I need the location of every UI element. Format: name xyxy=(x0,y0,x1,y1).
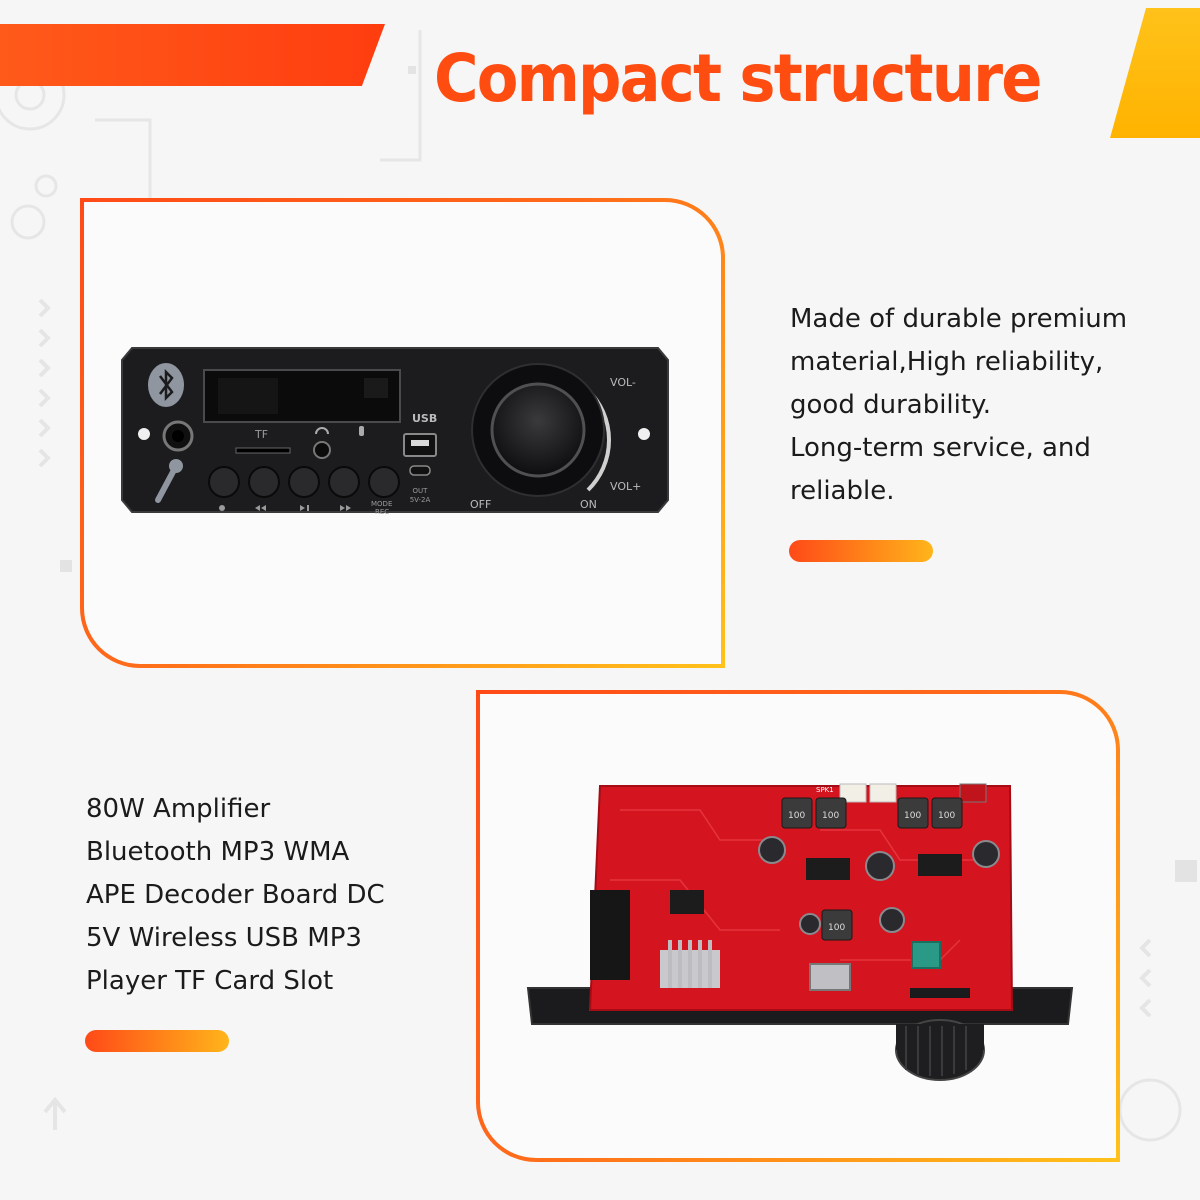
description-line: Bluetooth MP3 WMA xyxy=(86,837,350,867)
front-panel-image: TF MODE REC USB OUT 5V-2A xyxy=(118,330,678,530)
tf-label: TF xyxy=(254,428,268,441)
button-next[interactable] xyxy=(328,466,360,498)
user-icon xyxy=(219,505,225,511)
accent-pill xyxy=(85,1030,229,1052)
mode-label: MODE xyxy=(371,500,392,508)
description-line: 5V Wireless USB MP3 xyxy=(86,923,362,953)
inductor-label: 100 xyxy=(822,811,839,821)
description-line: 80W Amplifier xyxy=(86,794,271,824)
inductor-label: 100 xyxy=(828,923,845,933)
amp-chip xyxy=(806,858,850,880)
inductor-label: 100 xyxy=(788,811,805,821)
vol-plus-label: VOL+ xyxy=(610,480,641,493)
tf-card-slot[interactable] xyxy=(235,447,291,454)
volume-knob[interactable] xyxy=(490,382,586,478)
prev-icon xyxy=(255,505,266,511)
headphone-icon xyxy=(315,427,329,435)
on-label: ON xyxy=(580,498,597,511)
circuit-board-image: SPK1 100 100 100 100 100 xyxy=(520,770,1080,1090)
bluetooth-icon xyxy=(148,363,184,407)
button-play-pause[interactable] xyxy=(288,466,320,498)
mount-hole-right xyxy=(638,428,650,440)
mount-hole-left xyxy=(138,428,150,440)
button-mode-rec[interactable] xyxy=(368,466,400,498)
play-pause-icon xyxy=(300,505,309,511)
decoder-chip xyxy=(670,890,704,914)
description-line: APE Decoder Board DC xyxy=(86,880,385,910)
page-title: Compact structure xyxy=(434,40,1042,117)
button-prev[interactable] xyxy=(248,466,280,498)
mic-jack[interactable] xyxy=(162,420,194,452)
inductor xyxy=(897,797,929,829)
header-banner-left xyxy=(0,24,385,86)
description-line: reliable. xyxy=(790,476,895,506)
microphone-icon xyxy=(155,467,177,503)
speaker-connector xyxy=(869,783,897,803)
capacitor xyxy=(758,836,786,864)
capacitor xyxy=(799,913,821,935)
section-1-description: Made of durable premium material,High re… xyxy=(790,298,1180,513)
button-1[interactable] xyxy=(208,466,240,498)
description-line: Made of durable premium xyxy=(790,304,1128,334)
out-label: OUT xyxy=(413,487,429,495)
section-2-description: 80W Amplifier Bluetooth MP3 WMA APE Deco… xyxy=(86,788,466,1003)
next-icon xyxy=(340,505,351,511)
aux-jack-block xyxy=(590,890,630,980)
potentiometer xyxy=(911,941,941,969)
off-label: OFF xyxy=(470,498,491,511)
vol-minus-label: VOL- xyxy=(610,376,636,389)
speaker-connector xyxy=(839,783,867,803)
headphone-jack[interactable] xyxy=(313,441,331,459)
header-banner-right xyxy=(1110,8,1200,138)
rec-label: REC xyxy=(375,508,389,516)
capacitor xyxy=(865,851,895,881)
inductor xyxy=(781,797,813,829)
description-line: material,High reliability, xyxy=(790,347,1104,377)
out-spec-label: 5V-2A xyxy=(410,496,431,504)
spk-label: SPK1 xyxy=(816,786,834,794)
usb-c-out-port[interactable] xyxy=(409,465,431,476)
capacitor xyxy=(879,907,905,933)
description-line: Player TF Card Slot xyxy=(86,966,334,996)
inductor xyxy=(815,797,847,829)
inductor-label: 100 xyxy=(904,811,921,821)
usb-port[interactable] xyxy=(809,963,851,991)
inductor xyxy=(931,797,963,829)
usb-label: USB xyxy=(412,412,437,425)
inductor xyxy=(821,909,853,941)
description-line: Long-term service, and xyxy=(790,433,1091,463)
accent-pill xyxy=(789,540,933,562)
capacitor xyxy=(972,840,1000,868)
inductor-label: 100 xyxy=(938,811,955,821)
description-line: good durability. xyxy=(790,390,992,420)
mic-icon xyxy=(359,426,364,436)
amp-chip xyxy=(918,854,962,876)
